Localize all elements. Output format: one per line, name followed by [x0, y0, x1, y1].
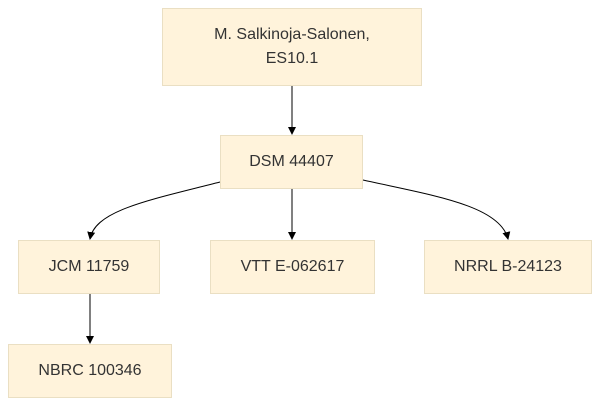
node-m-salkinoja-salonen-es10-1: M. Salkinoja-Salonen, ES10.1 — [162, 8, 422, 86]
edge-dsm-to-nrrl — [362, 179, 511, 240]
node-jcm-11759: JCM 11759 — [18, 240, 160, 294]
node-nrrl-b-24123: NRRL B-24123 — [424, 240, 592, 294]
node-dsm-44407: DSM 44407 — [220, 135, 363, 189]
node-vtt-e-062617: VTT E-062617 — [210, 240, 375, 294]
node-nbrc-100346: NBRC 100346 — [8, 344, 172, 398]
edge-dsm-to-jcm — [87, 181, 221, 240]
